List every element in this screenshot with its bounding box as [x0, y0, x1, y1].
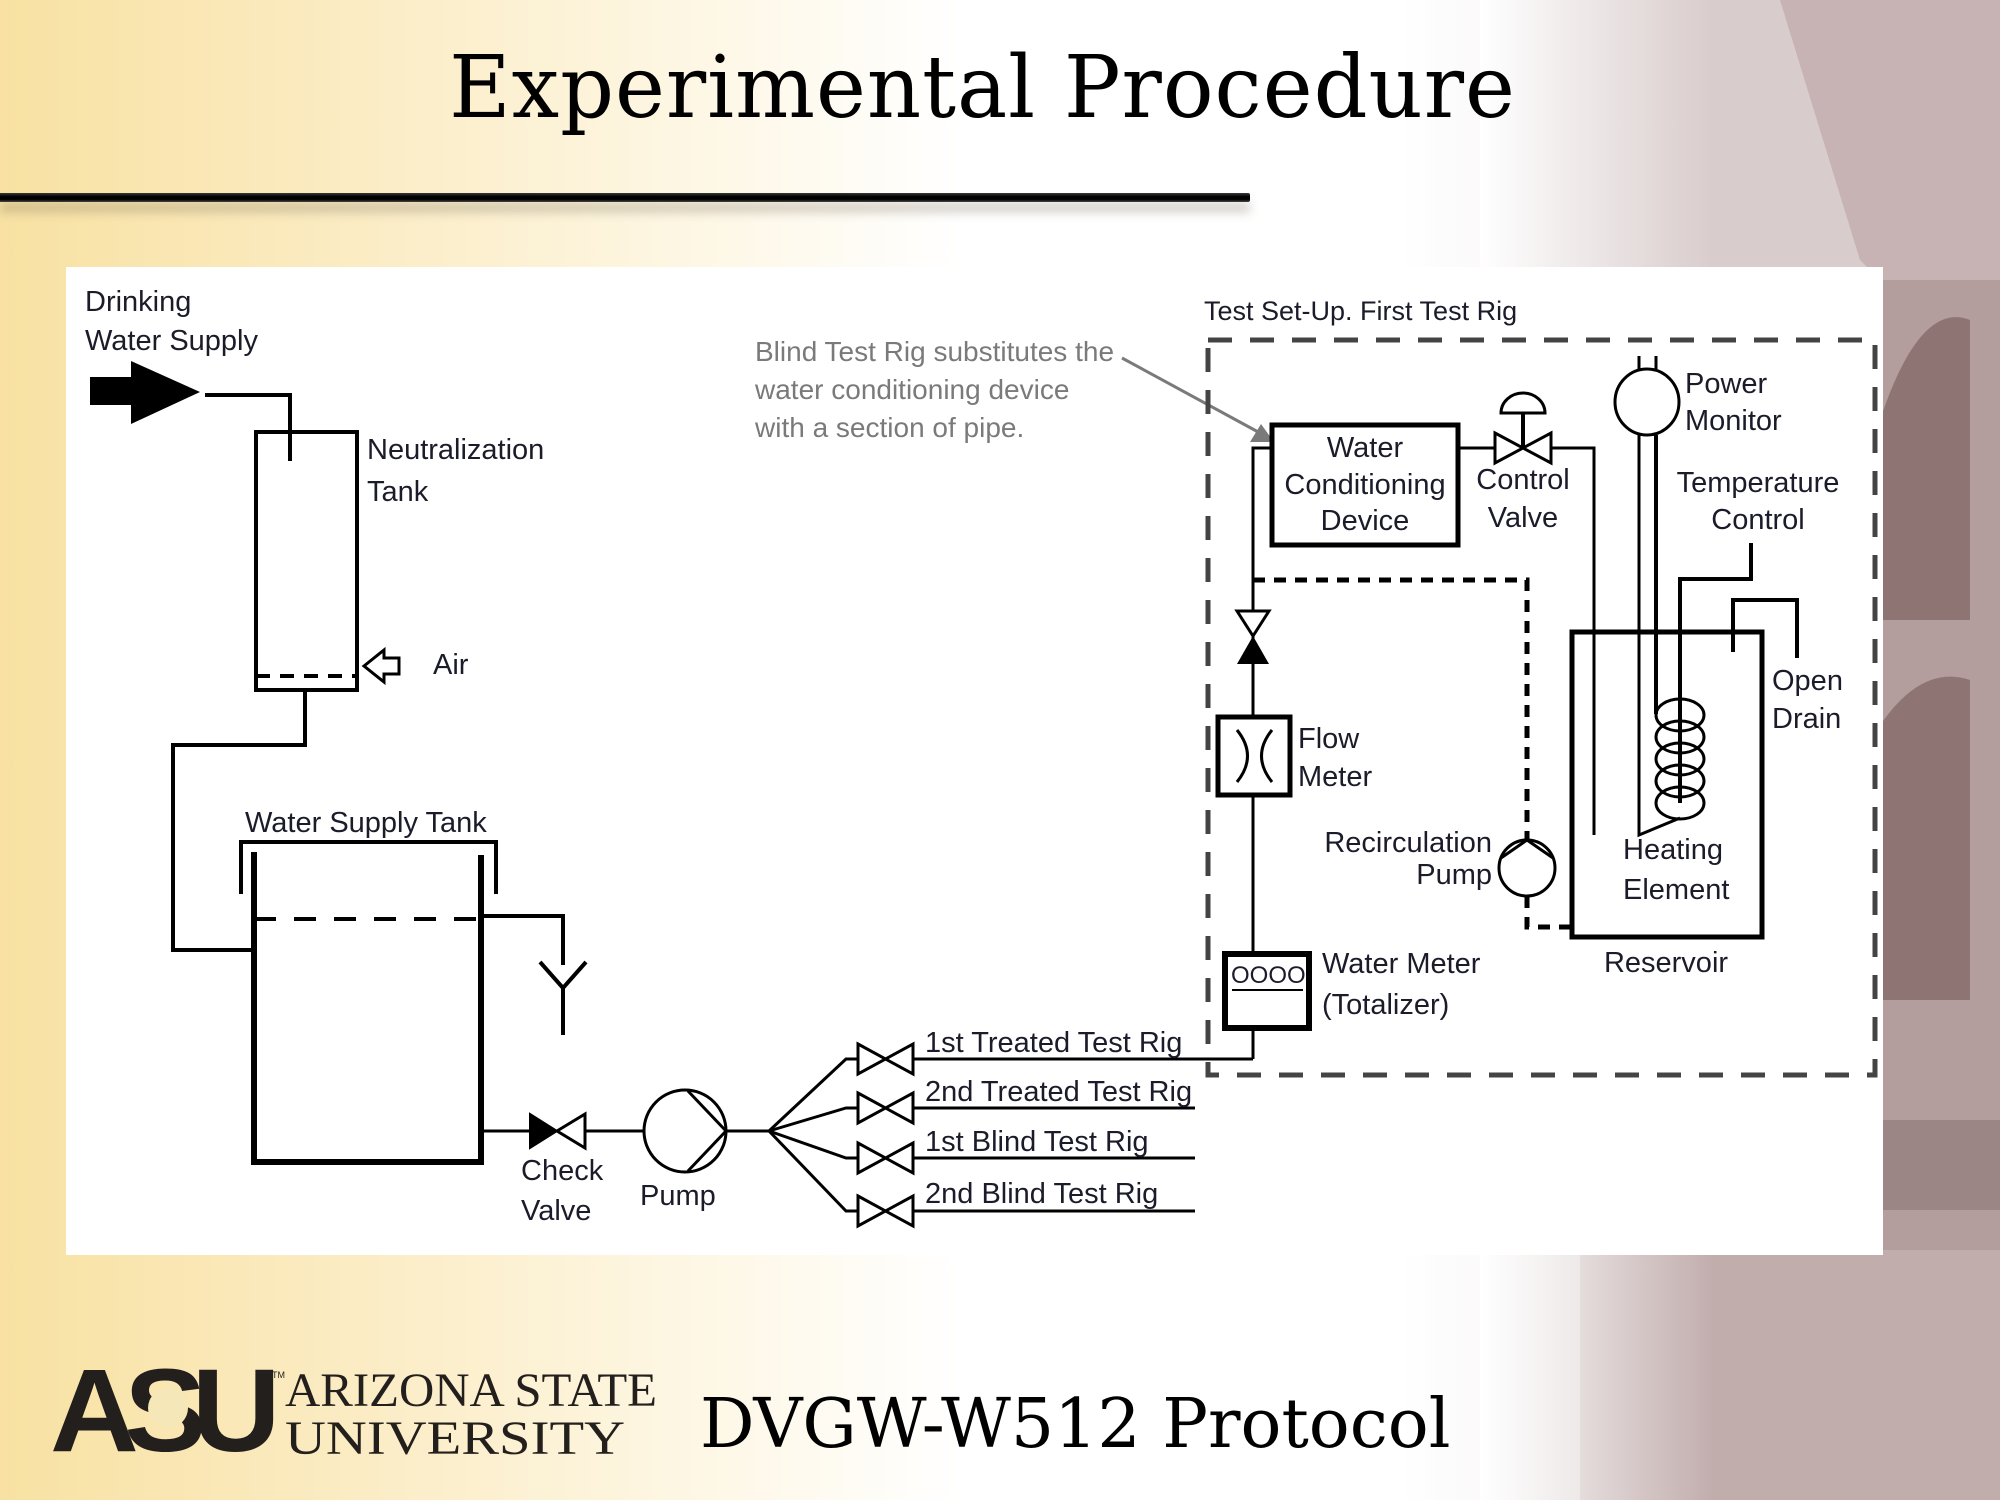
flow-meter-label-line2: Meter: [1298, 761, 1372, 793]
flow-meter-label-line1: Flow: [1298, 723, 1360, 755]
gate-valve-icon[interactable]: [856, 1193, 915, 1229]
gate-valve-icon[interactable]: [856, 1140, 915, 1176]
water-meter-display: OOOO: [1231, 962, 1306, 989]
control-valve-actuator-icon: [1499, 391, 1547, 415]
branch-valves: [856, 1041, 915, 1229]
branch-label-4: 2nd Blind Test Rig: [925, 1178, 1158, 1210]
check-valve-label-line1: Check: [521, 1155, 604, 1187]
test-rig-title: Test Set-Up. First Test Rig: [1204, 296, 1517, 326]
neutralization-tank-label-line1: Neutralization: [367, 434, 544, 466]
tank-lid: [239, 840, 498, 894]
temperature-control-label-line1: Temperature: [1677, 467, 1840, 499]
flow-meter-orifice: [1235, 729, 1274, 783]
water-supply-tank-label: Water Supply Tank: [245, 807, 487, 839]
flow-arrow-icon: [90, 361, 200, 424]
check-valve-open-half: [554, 1111, 587, 1151]
check-valve-icon: [529, 1112, 559, 1150]
water-conditioning-device: [1269, 422, 1461, 548]
pump-icon: [642, 1088, 728, 1174]
inlet-pipe: [205, 393, 292, 461]
coil-loop: [1654, 763, 1706, 799]
overflow-pipe: [481, 914, 565, 965]
recirculation-pump-label-line1: Recirculation: [1324, 827, 1492, 859]
water-meter-label-line2: (Totalizer): [1322, 989, 1449, 1021]
wcd-label-line1: Water: [1327, 432, 1404, 464]
slide-title: Experimental Procedure: [449, 38, 1516, 138]
flow-meter-icon: [1215, 714, 1293, 798]
annotation-leader: [1121, 356, 1261, 435]
branch-label-3: 1st Blind Test Rig: [925, 1126, 1149, 1158]
gate-valve-icon[interactable]: [856, 1090, 915, 1126]
recirculation-return-pipe: [1524, 896, 1572, 930]
coil-loop: [1654, 741, 1706, 777]
diagram-panel: [66, 267, 1883, 1255]
annotation-arrowhead-icon: [1250, 424, 1274, 442]
temperature-control-label-line2: Control: [1711, 504, 1805, 536]
branch-label-2: 2nd Treated Test Rig: [925, 1076, 1192, 1108]
trademark-mark: TM: [272, 1370, 285, 1380]
control-valve-label-line2: Valve: [1488, 502, 1558, 534]
air-arrow-icon: [361, 646, 401, 686]
recirculation-pump-icon: [1497, 838, 1557, 898]
manifold: [767, 1057, 858, 1213]
footer-title: DVGW-W512 Protocol: [700, 1385, 1451, 1464]
wcd-label-line3: Device: [1321, 505, 1410, 537]
recirculation-loop-pipe: [1253, 577, 1530, 840]
reservoir-label: Reservoir: [1604, 947, 1728, 979]
title-underline: [0, 193, 1250, 202]
reservoir-tank: [1569, 629, 1765, 940]
branch-pipe-1: [767, 1057, 858, 1133]
annotation-line2: water conditioning device: [754, 374, 1069, 405]
power-monitor-label-line2: Monitor: [1685, 405, 1782, 437]
rig-check-valve-filled: [1237, 636, 1269, 664]
open-drain-pipe: [1731, 598, 1799, 658]
branch-label-1: 1st Treated Test Rig: [925, 1027, 1182, 1059]
wcd-label-line2: Conditioning: [1284, 469, 1445, 501]
control-valve-label-line1: Control: [1476, 464, 1570, 496]
power-monitor-label-line1: Power: [1685, 368, 1768, 400]
asu-logo-line2: University: [285, 1412, 625, 1465]
asu-logo: ASU TM Arizona State University: [50, 1356, 657, 1466]
tank-transfer-pipe: [171, 690, 307, 952]
heating-element-label-line1: Heating: [1623, 834, 1723, 866]
power-lead-a: [1637, 435, 1681, 838]
annotation-line1: Blind Test Rig substitutes the: [755, 336, 1114, 367]
asu-logo-line1: Arizona State: [285, 1364, 657, 1417]
water-supply-tank: [251, 852, 484, 1165]
branch-pipe-3: [768, 1129, 858, 1160]
neutralization-tank-label-line2: Tank: [367, 476, 429, 508]
coil-loop: [1654, 719, 1706, 755]
open-drain-label-line1: Open: [1772, 665, 1843, 697]
air-label: Air: [433, 649, 469, 681]
temperature-probe: [1678, 543, 1753, 803]
neutralization-tank: [254, 430, 359, 692]
branch-pipe-4: [767, 1129, 858, 1213]
funnel-drain-icon: [538, 960, 588, 992]
coil-loop: [1654, 697, 1706, 733]
rig-check-valve-icon: [1234, 609, 1272, 639]
water-meter-label-line1: Water Meter: [1322, 948, 1481, 980]
gate-valve-icon[interactable]: [856, 1041, 915, 1077]
branch-pipe-2: [768, 1106, 858, 1133]
check-valve-label-line2: Valve: [521, 1195, 591, 1227]
power-monitor-icon: [1613, 367, 1681, 437]
coil-loop: [1654, 785, 1706, 821]
control-valve-outlet-pipe: [1551, 446, 1596, 835]
recirculation-pump-impeller: [1500, 838, 1554, 860]
open-drain-label-line2: Drain: [1772, 703, 1841, 735]
source-label-line2: Water Supply: [85, 325, 258, 357]
test-rig-boundary: [1205, 337, 1878, 1078]
annotation-line3: with a section of pipe.: [754, 412, 1024, 443]
heating-coil-icon: [1654, 697, 1706, 821]
source-label-line1: Drinking: [85, 286, 191, 318]
heating-element-label-line2: Element: [1623, 874, 1729, 906]
sunburst-icon: [148, 1388, 188, 1428]
recirculation-pump-label-line2: Pump: [1416, 859, 1492, 891]
pump-label: Pump: [640, 1180, 716, 1212]
